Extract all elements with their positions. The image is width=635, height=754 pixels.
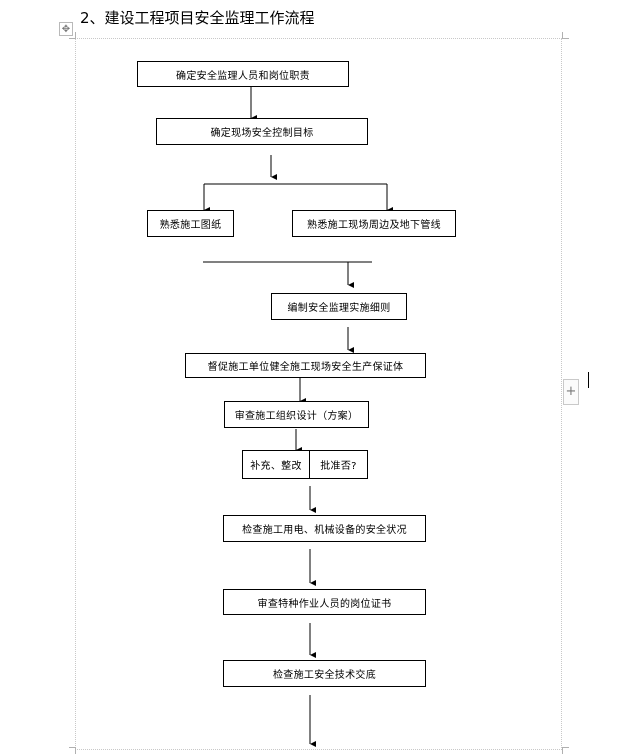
flow-box-step2: 确定现场安全控制目标 [156, 118, 368, 145]
flow-box-step7b: 批准否? [309, 450, 368, 479]
flow-box-step8: 检查施工用电、机械设备的安全状况 [223, 515, 426, 542]
corner-mark [69, 747, 76, 754]
corner-mark [562, 747, 569, 754]
flow-box-step7a: 补充、整改 [242, 450, 310, 479]
page-heading: 2、建设工程项目安全监理工作流程 [80, 9, 315, 27]
flow-box-step10: 检查施工安全技术交底 [223, 660, 426, 687]
table-frame [75, 38, 562, 750]
flow-box-step5: 督促施工单位健全施工现场安全生产保证体 [185, 353, 426, 378]
corner-mark [562, 32, 569, 39]
corner-mark [69, 32, 76, 39]
flow-box-step3b: 熟悉施工现场周边及地下管线 [292, 210, 456, 237]
move-icon[interactable]: ✥ [59, 22, 73, 36]
flow-box-step6: 审查施工组织设计（方案） [224, 401, 369, 428]
flow-box-step4: 编制安全监理实施细则 [271, 293, 407, 320]
text-cursor [588, 372, 589, 388]
flow-box-step1: 确定安全监理人员和岗位职责 [137, 61, 349, 87]
flow-box-step3a: 熟悉施工图纸 [147, 210, 234, 237]
plus-icon[interactable]: + [563, 379, 579, 405]
flow-box-step9: 审查特种作业人员的岗位证书 [223, 589, 426, 615]
